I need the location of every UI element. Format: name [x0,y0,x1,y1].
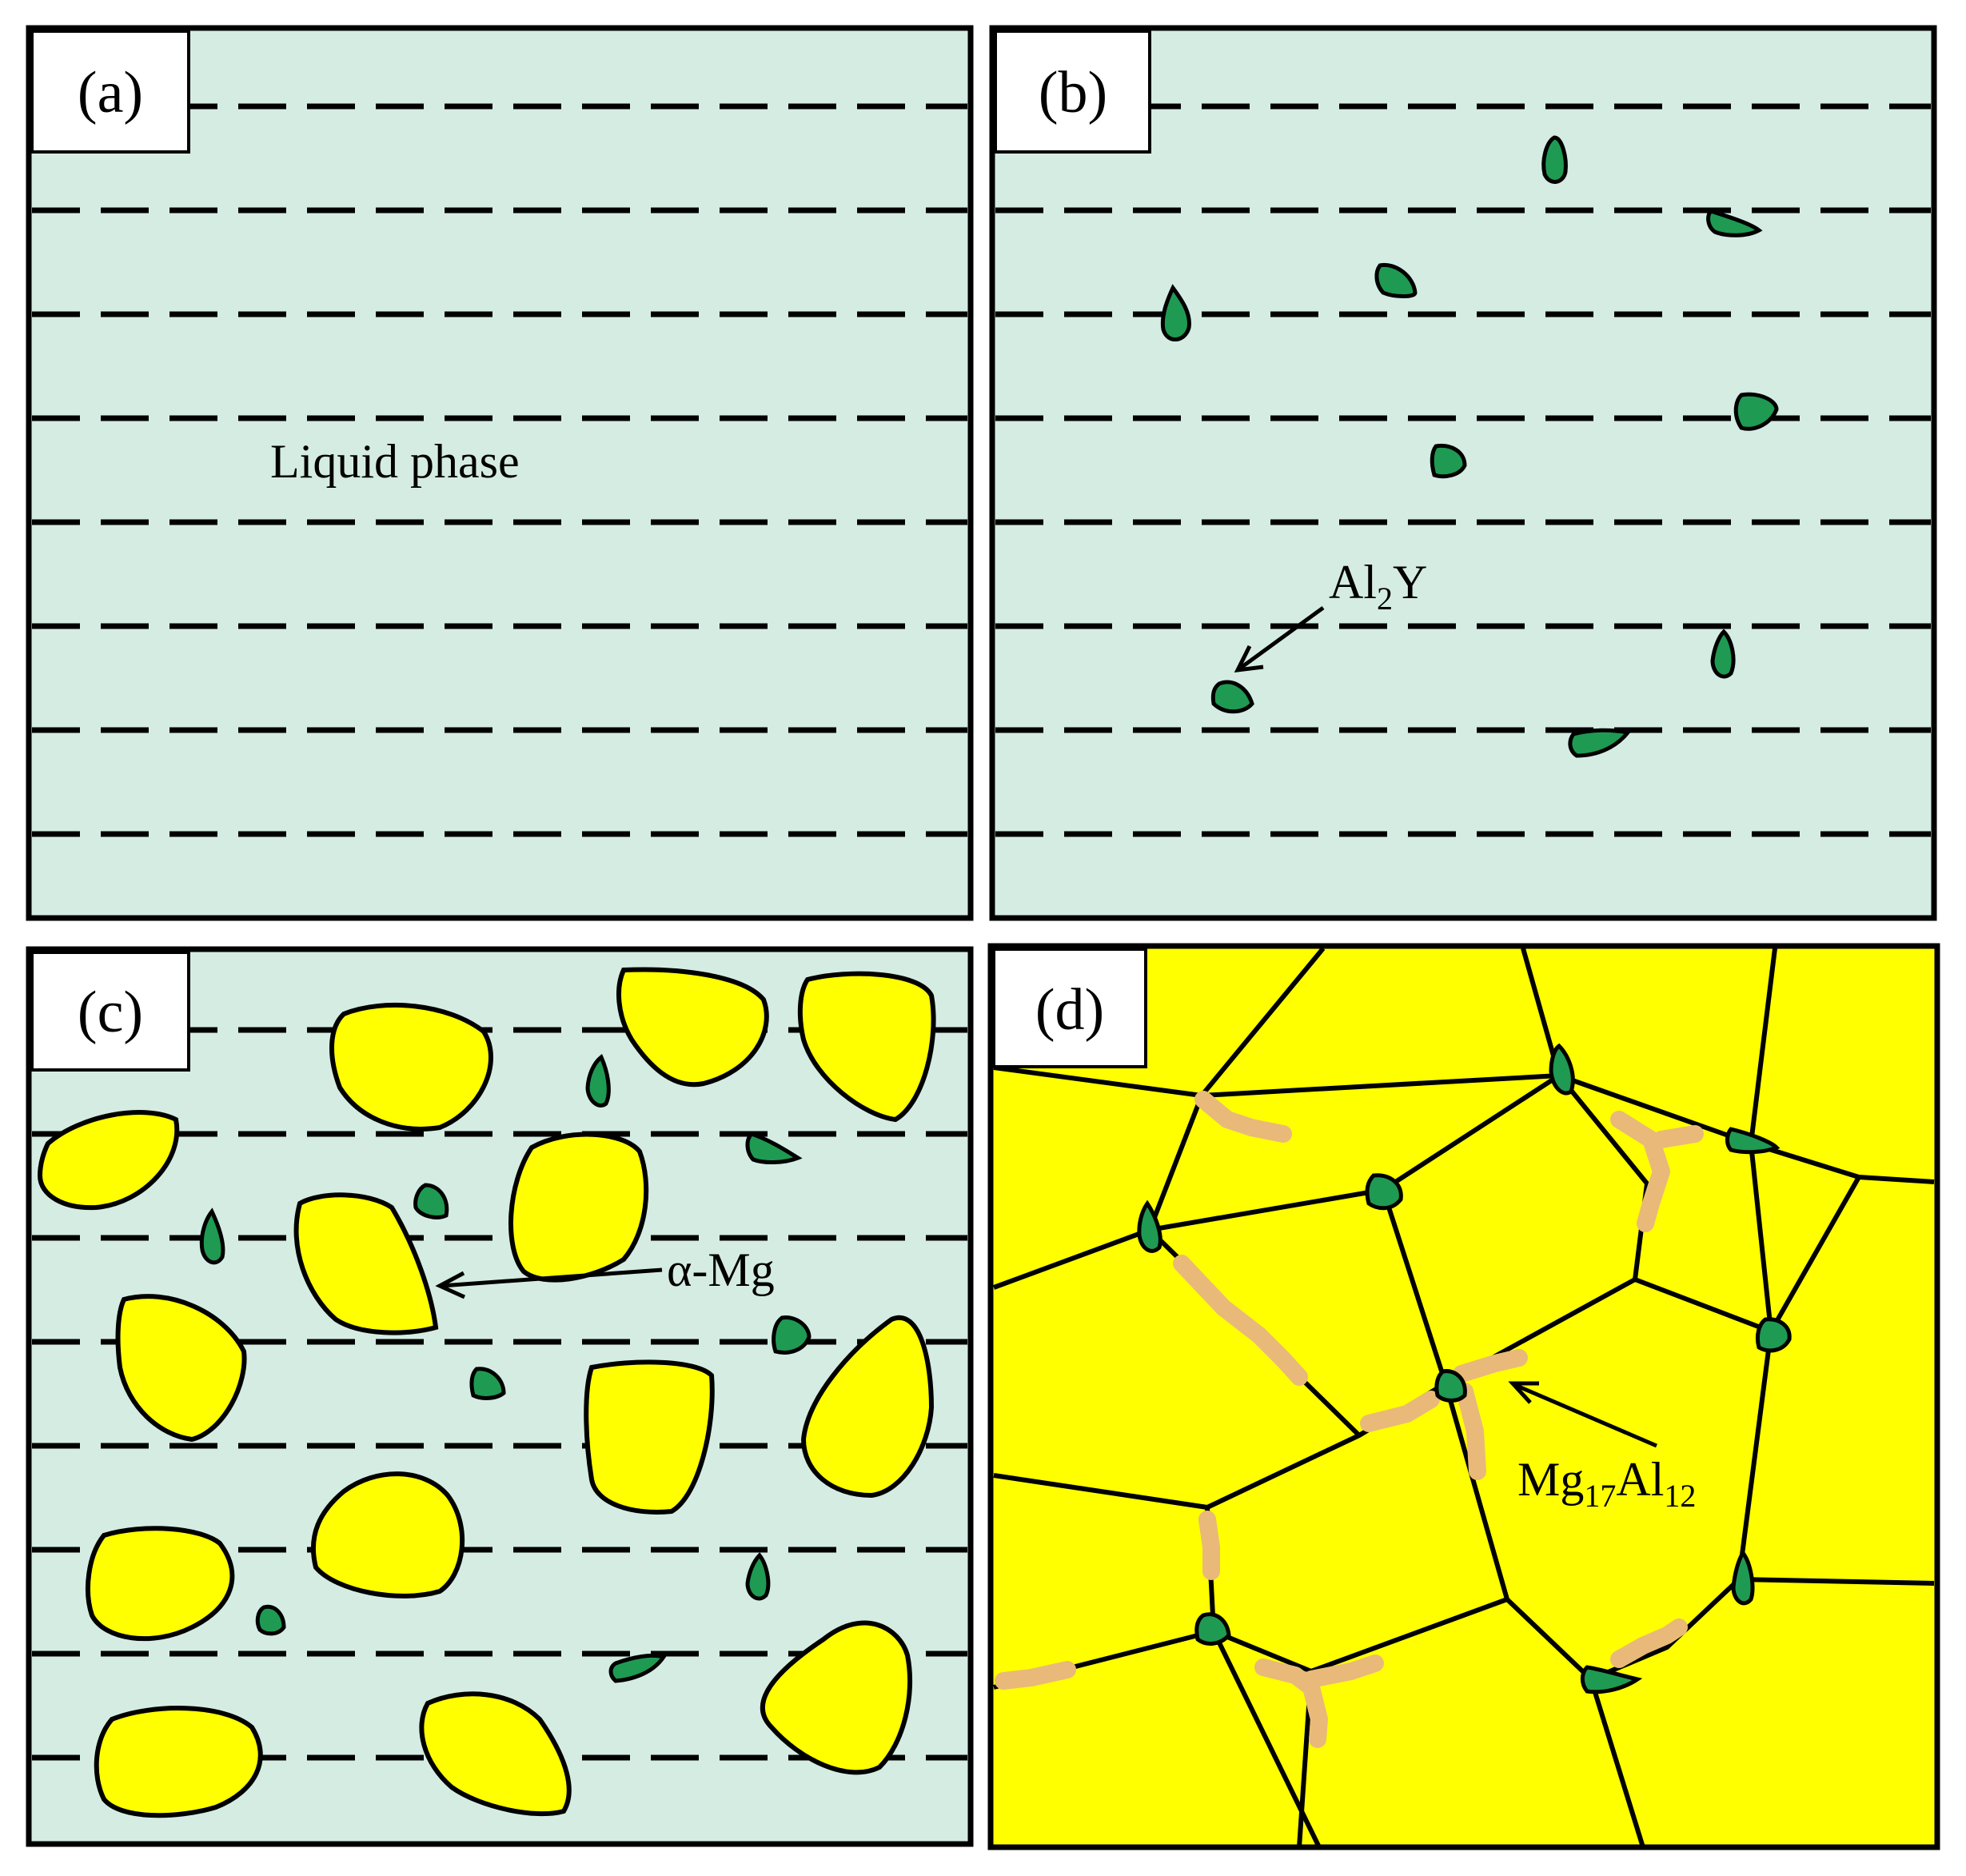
alpha-mg-grains-c [37,967,936,1818]
grain-boundary [1557,1074,1773,1334]
al2y-particles-b [1160,135,1779,758]
mg17al12-label-main: Mg [1517,1453,1584,1506]
mg17al12-phase [995,1661,1076,1690]
al2y-particle [608,1653,668,1683]
mg17al12-phases [995,1091,1704,1748]
mg17al12-phase [1453,1349,1528,1383]
alpha-mg-label: α-Mg [667,1243,775,1296]
al2y-particle [1374,262,1418,298]
panel-d-label-box [992,948,1147,1068]
al2y-particle [255,1604,286,1636]
alpha-mg-arrow-head [435,1271,466,1299]
alpha-mg-grain [37,1110,180,1211]
alpha-mg-arrow [435,1267,663,1299]
panel-b-dashed-lines [995,103,1931,837]
al2y-particles-d [1137,1043,1792,1694]
alpha-mg-grain [115,1294,247,1443]
mg17al12-phase [1360,1391,1440,1432]
mg17al12-phase [1173,1255,1308,1386]
al2y-arrow-head [1234,645,1264,673]
mg17al12-phase [1456,1383,1486,1480]
grain-boundary [992,947,1326,1290]
mg17al12-label-sub1: 17 [1584,1478,1616,1514]
al2y-particle [1580,1665,1643,1694]
alpha-mg-grain [616,967,769,1088]
panel-b-label-box [994,30,1151,154]
panel-a-label-box [30,30,190,154]
mg17al12-phase [1302,1654,1384,1688]
al2y-particle [1137,1199,1162,1253]
al2y-arrow-shaft [1239,605,1325,670]
mg17al12-arrow [1508,1381,1657,1448]
al2y-particle [1434,1369,1467,1403]
al2y-label: Al2Y [1329,556,1427,617]
al2y-particle [1210,680,1254,714]
al2y-particles-c [199,1054,812,1683]
alpha-mg-grain [94,1706,263,1818]
mg17al12-arrow-shaft [1514,1383,1657,1448]
grain-boundary [993,1065,1935,1184]
panel-d: Mg17Al12 (d) [987,943,1940,1850]
al2y-particle [1430,443,1467,479]
grain-boundary [1589,1678,1645,1848]
al2y-particle [413,1183,449,1219]
al2y-particle [745,1552,771,1601]
alpha-mg-grain [508,1132,649,1283]
mg17al12-phase [1194,1091,1292,1143]
alpha-mg-grain [86,1526,235,1642]
panel-d-label: (d) [1035,977,1104,1043]
al2y-particle [1365,1173,1403,1211]
al2y-label-sub: 2 [1377,581,1393,617]
al2y-particle [745,1132,803,1164]
liquid-phase-label: Liquid phase [270,435,520,488]
alpha-mg-grain [293,1192,439,1335]
panel-b-label: (b) [1039,60,1107,126]
al2y-particle [1541,135,1568,184]
al2y-particle [199,1207,225,1265]
alpha-mg-grain [419,1691,572,1817]
al2y-particle [1549,1043,1575,1096]
panel-b-background [989,25,1937,921]
mg17al12-phase [1198,1511,1220,1580]
al2y-particle [1710,629,1736,679]
grain-boundary [1149,948,1561,1232]
panel-a: (a) Liquid phase [26,25,974,921]
panel-b: Al2Y (b) [989,25,1937,921]
panel-c-label-box [30,951,190,1072]
panel-a-label: (a) [78,60,143,126]
alpha-mg-grain [797,971,936,1123]
alpha-mg-grain [800,1315,935,1499]
mg17al12-phase [1653,1125,1704,1148]
al2y-particle [1160,284,1191,341]
grain-boundary [1738,1577,1935,1586]
alpha-mg-arrow-shaft [441,1267,663,1288]
alpha-mg-grain [310,1471,465,1599]
panel-c: α-Mg (c) [26,946,974,1847]
mg17al12-label-main2: Al [1616,1453,1664,1506]
al2y-particle [1755,1317,1792,1353]
mg17al12-phase [1610,1619,1688,1668]
mg17al12-label: Mg17Al12 [1517,1453,1696,1514]
al2y-particle [585,1054,611,1108]
al2y-arrow [1234,605,1325,673]
al2y-label-main: Al [1329,556,1377,609]
mg17al12-arrow-head [1508,1381,1539,1404]
mg17al12-label-sub2: 12 [1664,1478,1696,1514]
alpha-mg-grain [760,1620,913,1775]
panel-c-label: (c) [78,980,143,1045]
al2y-particle [772,1315,812,1355]
alpha-mg-grain [584,1359,715,1515]
al2y-particle [1731,1549,1755,1606]
mg17al12-phase [1610,1111,1670,1232]
panel-a-background [26,25,974,921]
al2y-particle [1568,728,1632,758]
al2y-particle [1706,209,1763,237]
al2y-particle [1725,1127,1781,1155]
al2y-particle [1733,392,1779,431]
alpha-mg-grain [329,1002,493,1132]
al2y-particle [469,1367,506,1400]
al2y-particle [1194,1612,1231,1646]
al2y-label-main2: Y [1393,556,1427,609]
